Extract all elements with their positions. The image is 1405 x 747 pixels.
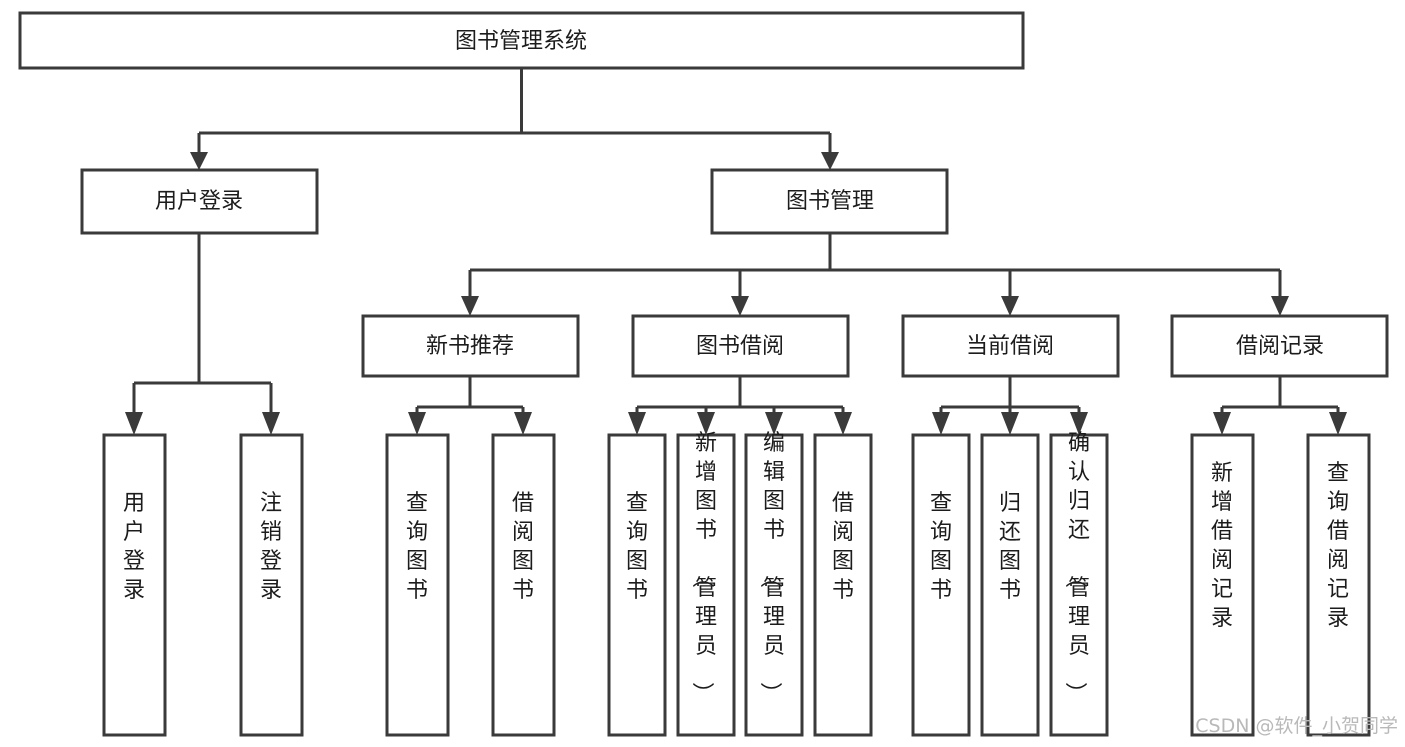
connector-layer (125, 68, 1347, 435)
node-leaf-add-record[interactable]: 新增借阅记录 (1190, 433, 1255, 737)
node-leaf-logout-login-label: 注销登录 (260, 491, 282, 603)
arrow-leaf-user-login (125, 412, 143, 435)
node-user-login-box[interactable] (80, 168, 319, 235)
node-leaf-user-login-label: 用户登录 (123, 491, 145, 603)
node-leaf-user-login[interactable]: 用户登录 (102, 433, 167, 737)
arrow-to-borrow-record (1271, 296, 1289, 316)
node-book-management-box[interactable] (710, 168, 949, 235)
node-leaf-add-record-box[interactable] (1190, 433, 1255, 737)
node-leaf-confirm-return-box[interactable] (1049, 433, 1109, 737)
node-current-borrow[interactable]: 当前借阅 (901, 314, 1120, 378)
node-book-borrow-label: 图书借阅 (696, 334, 784, 359)
arrow-leaf-add-record (1213, 412, 1231, 435)
node-leaf-query-book-2-box[interactable] (607, 433, 667, 737)
node-book-management[interactable]: 图书管理 (710, 168, 949, 235)
arrow-leaf-query-book-1 (408, 412, 426, 435)
node-leaf-query-book-3-box[interactable] (911, 433, 971, 737)
node-leaf-borrow-book-2-box[interactable] (813, 433, 873, 737)
node-leaf-query-book-1-label: 查询图书 (406, 491, 428, 603)
arrow-leaf-confirm-return (1070, 412, 1088, 435)
node-leaf-logout-login-box[interactable] (239, 433, 304, 737)
csdn-watermark: CSDN @软件_小贺同学 (1195, 715, 1398, 737)
node-current-borrow-label: 当前借阅 (966, 334, 1054, 359)
node-borrow-record-box[interactable] (1170, 314, 1389, 378)
node-user-login[interactable]: 用户登录 (80, 168, 319, 235)
node-leaf-user-login-box[interactable] (102, 433, 167, 737)
node-leaf-confirm-return[interactable]: 确认归还（管理员） (1049, 431, 1109, 737)
node-leaf-query-book-1-box[interactable] (385, 433, 450, 737)
arrow-to-user-login (190, 152, 208, 170)
node-leaf-borrow-book-1-box[interactable] (491, 433, 556, 737)
arrow-leaf-query-book-3 (932, 412, 950, 435)
node-leaf-query-book-3-label: 查询图书 (930, 491, 952, 603)
node-leaf-borrow-book-2-label: 借阅图书 (832, 491, 854, 603)
node-book-management-label: 图书管理 (786, 189, 874, 214)
node-leaf-add-record-label: 新增借阅记录 (1211, 461, 1233, 631)
arrow-to-current-borrow (1001, 296, 1019, 316)
node-leaf-query-record-label: 查询借阅记录 (1327, 461, 1349, 631)
node-borrow-record[interactable]: 借阅记录 (1170, 314, 1389, 378)
node-leaf-confirm-return-label: 确认归还（管理员） (1062, 431, 1090, 704)
node-current-borrow-box[interactable] (901, 314, 1120, 378)
node-leaf-borrow-book-2[interactable]: 借阅图书 (813, 433, 873, 737)
node-book-borrow-box[interactable] (631, 314, 850, 378)
arrow-to-new-book-recommend (461, 296, 479, 316)
node-leaf-add-book-box[interactable] (676, 433, 736, 737)
arrow-leaf-edit-book (765, 412, 783, 435)
node-leaf-return-book[interactable]: 归还图书 (980, 433, 1040, 737)
node-leaf-return-book-label: 归还图书 (999, 491, 1021, 603)
node-leaf-add-book-label: 新增图书（管理员） (689, 431, 717, 704)
node-root[interactable]: 图书管理系统 (18, 11, 1025, 70)
node-leaf-query-record-box[interactable] (1306, 433, 1371, 737)
node-borrow-record-label: 借阅记录 (1236, 334, 1324, 359)
node-new-book-recommend-box[interactable] (361, 314, 580, 378)
node-book-borrow[interactable]: 图书借阅 (631, 314, 850, 378)
arrow-leaf-logout-login (262, 412, 280, 435)
arrow-leaf-add-book (697, 412, 715, 435)
node-root-box[interactable] (18, 11, 1025, 70)
arrow-leaf-borrow-book-1 (514, 412, 532, 435)
node-leaf-return-book-box[interactable] (980, 433, 1040, 737)
node-leaf-query-record[interactable]: 查询借阅记录 (1306, 433, 1371, 737)
node-new-book-recommend[interactable]: 新书推荐 (361, 314, 580, 378)
arrow-leaf-borrow-book-2 (834, 412, 852, 435)
node-leaf-edit-book-box[interactable] (744, 433, 804, 737)
arrow-leaf-query-book-2 (628, 412, 646, 435)
arrow-leaf-query-record (1329, 412, 1347, 435)
arrow-to-book-borrow (731, 296, 749, 316)
arrow-to-book-management (821, 152, 839, 170)
node-leaf-query-book-3[interactable]: 查询图书 (911, 433, 971, 737)
node-user-login-label: 用户登录 (155, 189, 243, 214)
node-leaf-borrow-book-1[interactable]: 借阅图书 (491, 433, 556, 737)
node-leaf-query-book-2[interactable]: 查询图书 (607, 433, 667, 737)
node-leaf-query-book-1[interactable]: 查询图书 (385, 433, 450, 737)
node-leaf-borrow-book-1-label: 借阅图书 (512, 491, 534, 603)
node-leaf-query-book-2-label: 查询图书 (626, 491, 648, 603)
node-leaf-edit-book-label: 编辑图书（管理员） (757, 431, 785, 704)
node-leaf-logout-login[interactable]: 注销登录 (239, 433, 304, 737)
node-root-label: 图书管理系统 (455, 29, 587, 54)
node-leaf-add-book[interactable]: 新增图书（管理员） (676, 431, 736, 737)
arrow-leaf-return-book (1001, 412, 1019, 435)
node-leaf-edit-book[interactable]: 编辑图书（管理员） (744, 431, 804, 737)
node-new-book-recommend-label: 新书推荐 (426, 334, 514, 359)
